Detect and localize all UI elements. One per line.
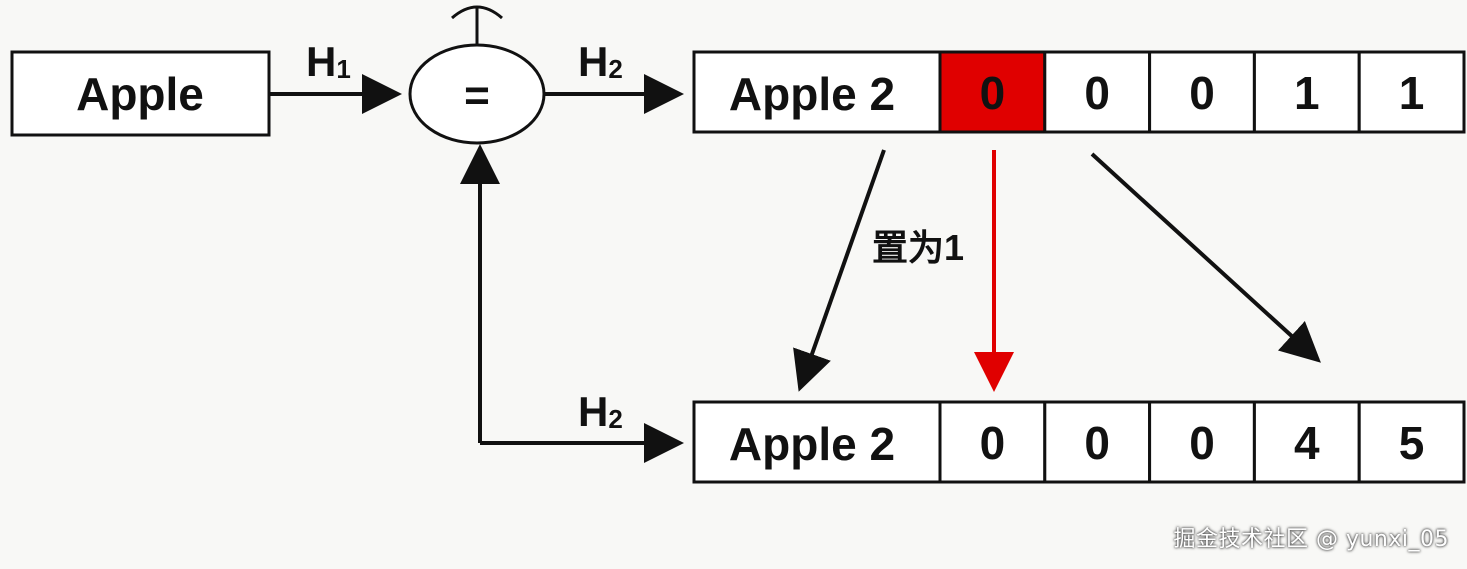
bottom-row-key: Apple 2 bbox=[729, 418, 895, 470]
top-row-cell-1 bbox=[1043, 50, 1152, 134]
input-box: Apple bbox=[10, 50, 271, 137]
watermark-text: 掘金技术社区 @ yunxi_05 bbox=[1173, 527, 1449, 552]
top-row-cell-4 bbox=[1357, 50, 1466, 134]
h1-label: H1 bbox=[306, 38, 351, 85]
compare-node: = bbox=[408, 5, 546, 145]
input-box-label: Apple bbox=[76, 68, 204, 120]
top-row-cell-value-0: 0 bbox=[980, 67, 1006, 119]
bottom-row-cell-0 bbox=[938, 400, 1047, 484]
compare-symbol: = bbox=[464, 71, 490, 120]
bottom-row-cell-value-0: 0 bbox=[980, 417, 1006, 469]
top-row-cell-value-4: 1 bbox=[1399, 67, 1425, 119]
bottom-row-cell-value-3: 4 bbox=[1294, 417, 1320, 469]
compare-cap bbox=[451, 5, 503, 20]
bottom-row-cell-2 bbox=[1148, 400, 1256, 484]
top-row-key: Apple 2 bbox=[729, 68, 895, 120]
bottom-row: Apple 2 0 0 0 4 5 bbox=[692, 400, 1466, 484]
top-row-cell-value-1: 0 bbox=[1084, 67, 1110, 119]
top-row-cell-2 bbox=[1148, 50, 1256, 134]
set-one-annotation: 置为1 bbox=[872, 227, 964, 268]
bottom-row-cell-4 bbox=[1357, 400, 1466, 484]
bottom-row-cell-value-1: 0 bbox=[1084, 417, 1110, 469]
top-row: Apple 2 0 0 0 1 1 bbox=[692, 50, 1466, 134]
h2-top-label: H2 bbox=[578, 38, 623, 85]
highlighted-top-row-cell-0 bbox=[938, 50, 1047, 134]
h2-bottom-label: H2 bbox=[578, 388, 623, 435]
arrow-count-down bbox=[1090, 152, 1321, 363]
top-row-cell-3 bbox=[1252, 50, 1361, 134]
arrow-key-down bbox=[793, 149, 886, 392]
top-row-cell-value-3: 1 bbox=[1294, 67, 1320, 119]
bottom-row-cell-value-2: 0 bbox=[1189, 417, 1215, 469]
bottom-row-cell-value-4: 5 bbox=[1399, 417, 1425, 469]
top-row-cell-value-2: 0 bbox=[1189, 67, 1215, 119]
